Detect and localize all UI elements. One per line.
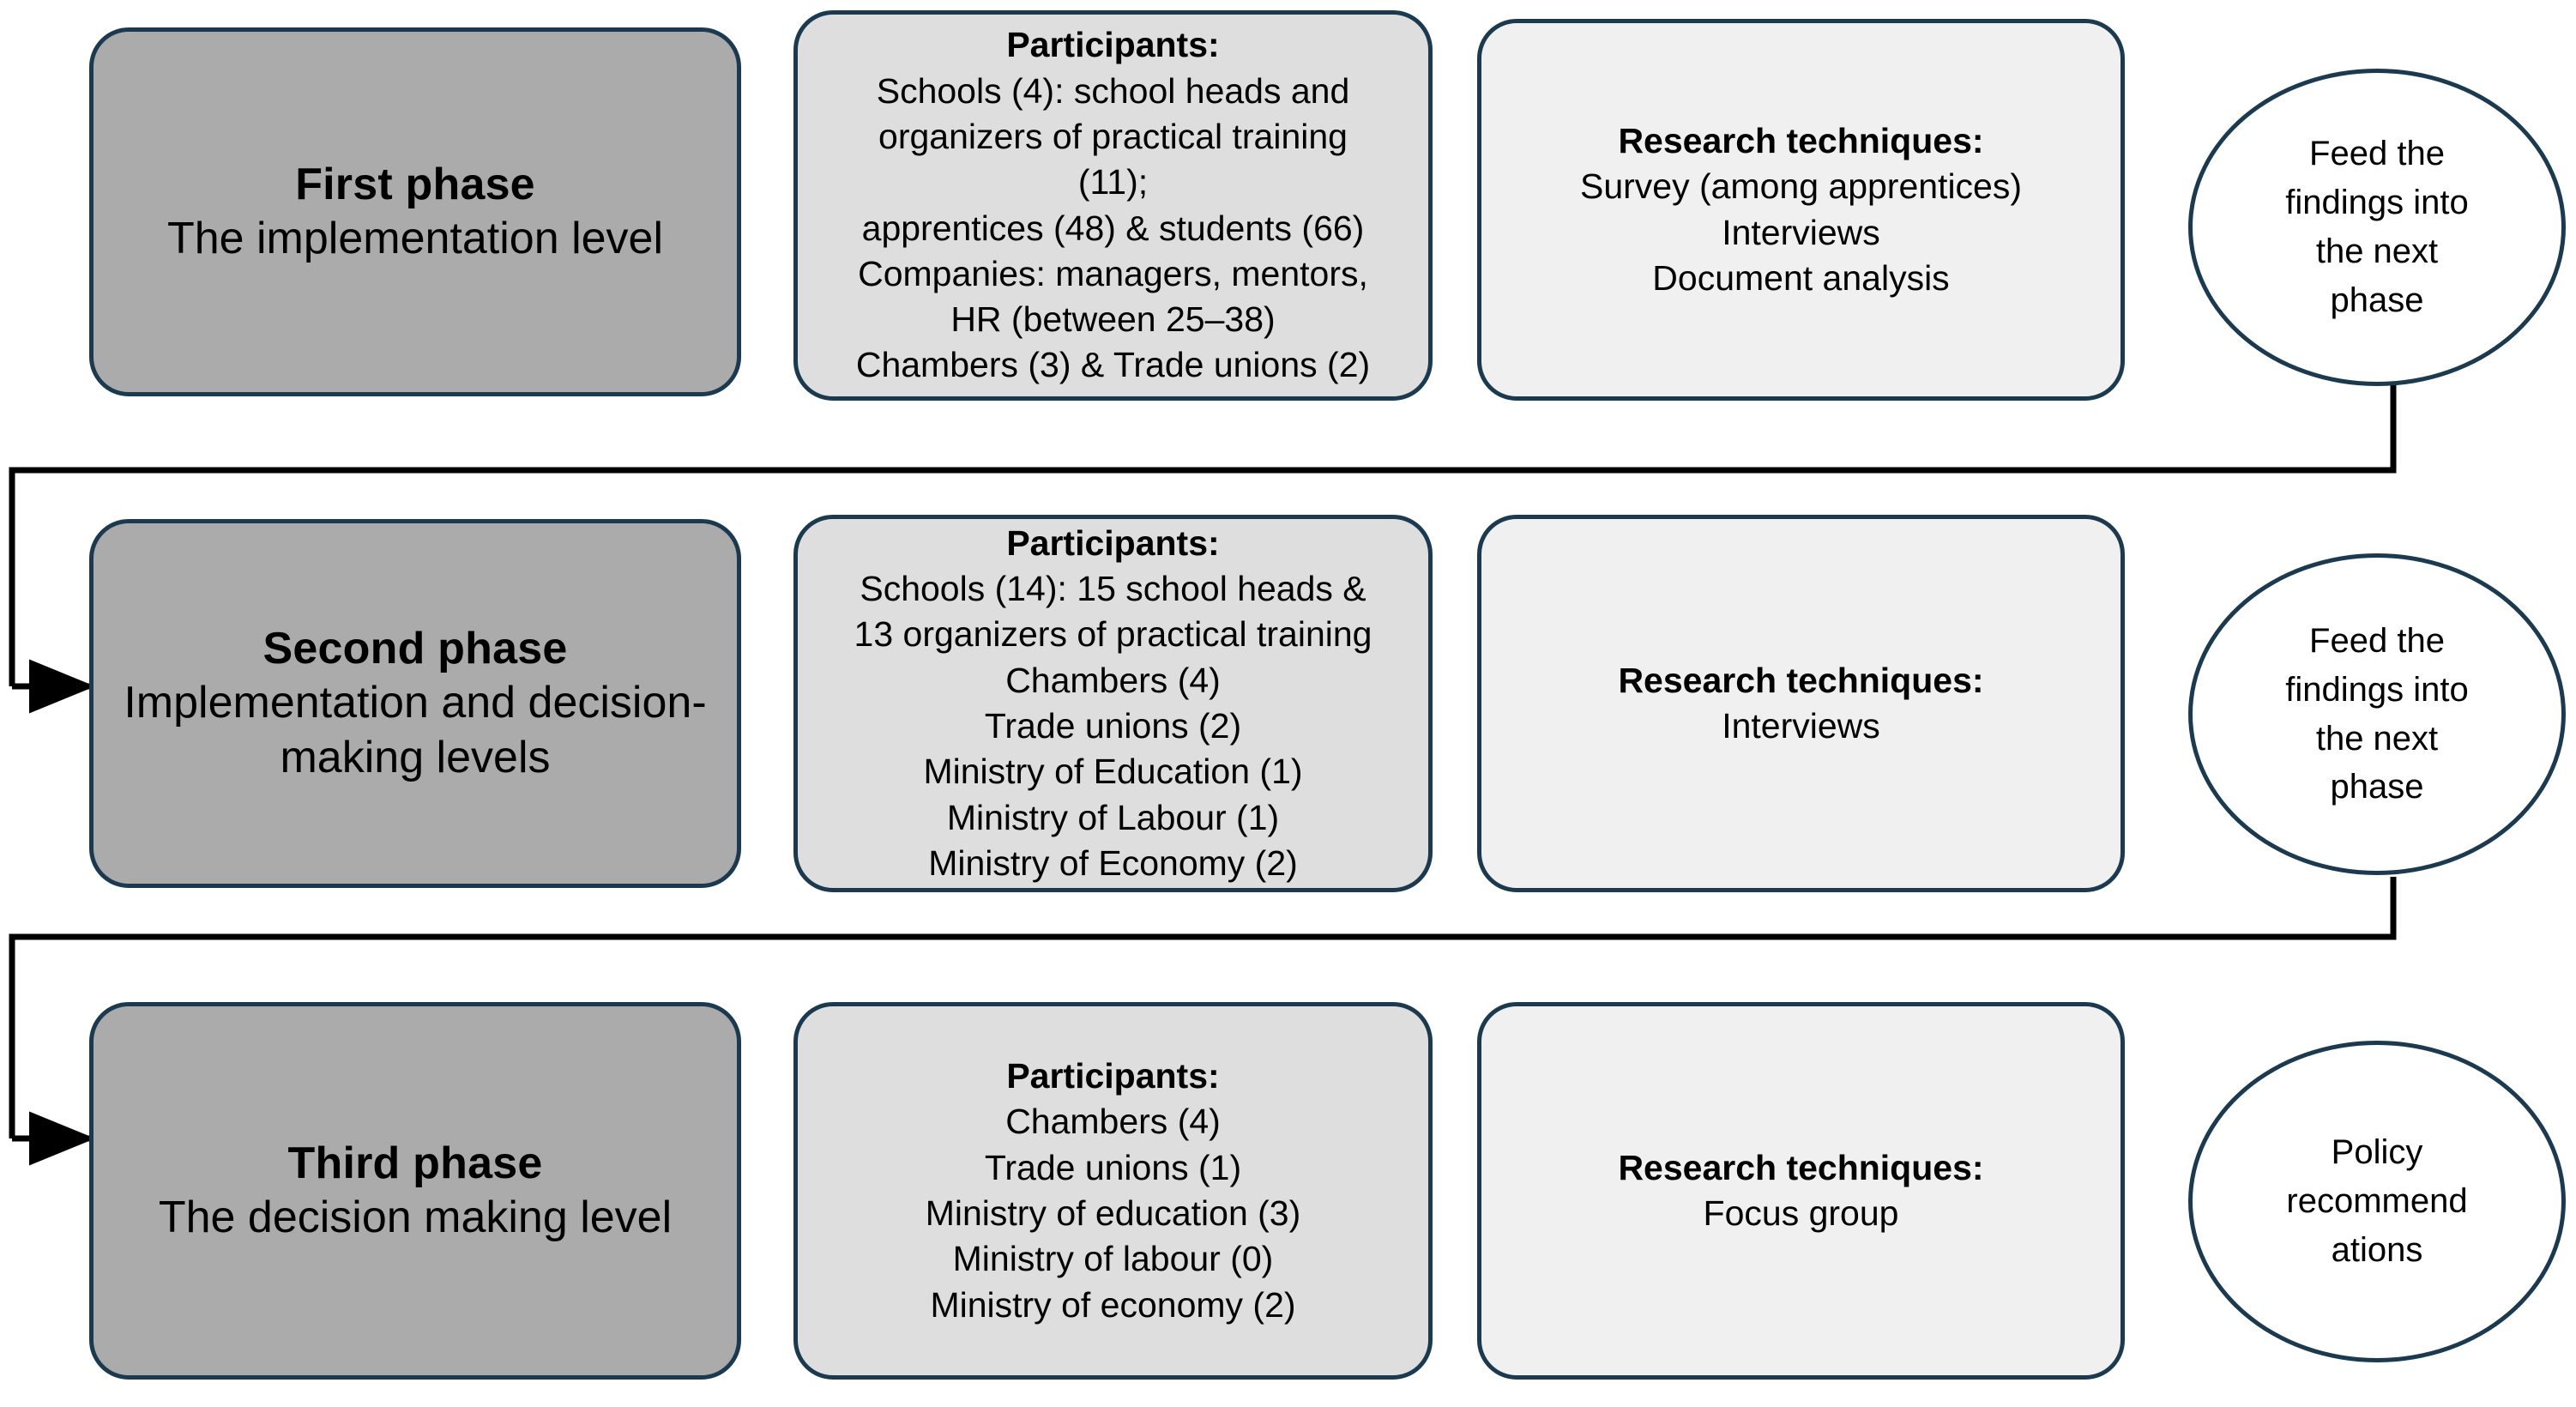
phase-box-3[interactable]: Third phase The decision making level <box>89 1002 741 1380</box>
outcome-line: the next <box>2315 719 2439 758</box>
outcome-ellipse-1[interactable]: Feed the findings into the next phase <box>2188 69 2566 386</box>
outcome-line: recommend <box>2286 1182 2468 1221</box>
participants-box-2[interactable]: Participants: Schools (14): 15 school he… <box>793 515 1433 892</box>
techniques-heading-1: Research techniques: <box>1618 120 1984 160</box>
participants-line: Trade unions (2) <box>984 706 1242 746</box>
phase-box-2[interactable]: Second phase Implementation and decision… <box>89 519 741 888</box>
participants-line: organizers of practical training <box>878 116 1348 156</box>
outcome-line: phase <box>2330 281 2424 319</box>
participants-line: 13 organizers of practical training <box>854 614 1372 655</box>
participants-line: Ministry of labour (0) <box>952 1239 1274 1279</box>
outcome-line: ations <box>2331 1230 2423 1269</box>
outcome-ellipse-2[interactable]: Feed the findings into the next phase <box>2188 553 2566 875</box>
participants-line: Trade unions (1) <box>984 1147 1242 1187</box>
outcome-line: findings into <box>2285 670 2469 709</box>
participants-box-3[interactable]: Participants: Chambers (4) Trade unions … <box>793 1002 1433 1380</box>
outcome-line: the next <box>2315 232 2439 270</box>
participants-line: apprentices (48) & students (66) <box>861 208 1365 248</box>
participants-line: Ministry of economy (2) <box>930 1284 1296 1325</box>
outcome-line: Feed the <box>2309 621 2445 660</box>
participants-line: Schools (14): 15 school heads & <box>860 569 1366 609</box>
phase-subtitle-1: The implementation level <box>166 214 664 263</box>
participants-line: Companies: managers, mentors, <box>858 253 1368 293</box>
outcome-line: findings into <box>2285 184 2469 222</box>
phase-title-3: Third phase <box>287 1138 543 1188</box>
techniques-heading-2: Research techniques: <box>1618 660 1984 700</box>
phase-subtitle-3: The decision making level <box>158 1193 673 1242</box>
participants-heading-3: Participants: <box>1006 1056 1220 1096</box>
phase-box-1[interactable]: First phase The implementation level <box>89 27 741 396</box>
participants-heading-1: Participants: <box>1006 25 1220 65</box>
participants-line: HR (between 25–38) <box>950 299 1276 340</box>
outcome-line: Policy <box>2331 1133 2423 1172</box>
participants-line: Ministry of Labour (1) <box>946 797 1280 837</box>
outcome-ellipse-3[interactable]: Policy recommend ations <box>2188 1041 2566 1362</box>
techniques-heading-3: Research techniques: <box>1618 1147 1984 1187</box>
participants-line: Ministry of Economy (2) <box>928 842 1298 883</box>
techniques-box-3[interactable]: Research techniques: Focus group <box>1477 1002 2125 1380</box>
participants-line: Ministry of education (3) <box>925 1193 1301 1233</box>
techniques-line: Focus group <box>1703 1193 1899 1233</box>
participants-line: Chambers (3) & Trade unions (2) <box>855 345 1371 385</box>
techniques-line: Survey (among apprentices) <box>1579 166 2023 207</box>
phase-title-2: Second phase <box>262 623 568 673</box>
participants-box-1[interactable]: Participants: Schools (4): school heads … <box>793 10 1433 401</box>
phase-subtitle-2: Implementation and decision-making level… <box>124 678 707 782</box>
techniques-line: Interviews <box>1722 706 1880 746</box>
techniques-line: Document analysis <box>1652 257 1950 298</box>
techniques-line: Interviews <box>1722 212 1880 252</box>
phase-title-1: First phase <box>295 159 535 209</box>
participants-line: Ministry of Education (1) <box>923 752 1303 792</box>
participants-line: Schools (4): school heads and <box>876 70 1350 111</box>
techniques-box-2[interactable]: Research techniques: Interviews <box>1477 515 2125 892</box>
techniques-box-1[interactable]: Research techniques: Survey (among appre… <box>1477 19 2125 401</box>
participants-heading-2: Participants: <box>1006 522 1220 563</box>
outcome-line: phase <box>2330 768 2424 806</box>
participants-line: Chambers (4) <box>1005 1102 1221 1142</box>
participants-line: (11); <box>1077 162 1149 202</box>
outcome-line: Feed the <box>2309 135 2445 173</box>
participants-line: Chambers (4) <box>1005 660 1221 700</box>
